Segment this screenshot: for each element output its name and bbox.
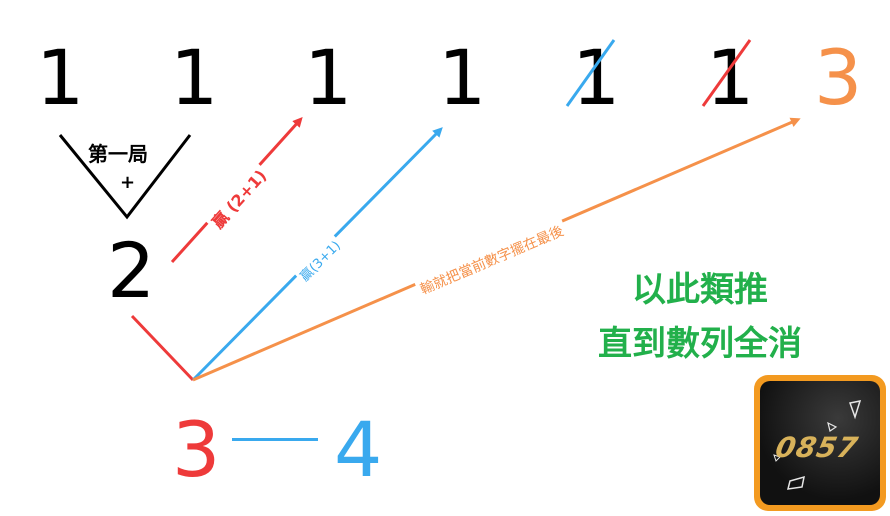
sum-value: 2 [107,226,156,315]
bottom-left-number: 3 [172,405,221,494]
logo-text: 0857 [772,431,862,464]
sequence-item-1: 1 [36,33,85,122]
sequence-item-3: 1 [304,33,353,122]
sequence-item-6-crossed: 1 [706,33,755,122]
bracket-plus: + [120,172,136,193]
conclusion-line-2: 直到數列全消 [598,324,802,364]
blue-cross-stroke [565,39,616,107]
sequence-item-appended: 3 [814,33,863,122]
conclusion-line-1: 以此類推 [632,270,768,310]
logo-decoration-icon [773,400,862,490]
bracket-v-shape [58,134,192,220]
lose-red-line [130,314,195,382]
bottom-right-number: 4 [334,405,383,494]
brand-logo: 0857 [754,375,886,511]
bottom-connector-line [232,438,318,441]
bracket-label: 第一局 [88,142,148,166]
sequence-item-4: 1 [438,33,487,122]
sequence-item-5-crossed: 1 [572,33,621,122]
sequence-item-2: 1 [170,33,219,122]
red-cross-stroke [701,39,752,107]
